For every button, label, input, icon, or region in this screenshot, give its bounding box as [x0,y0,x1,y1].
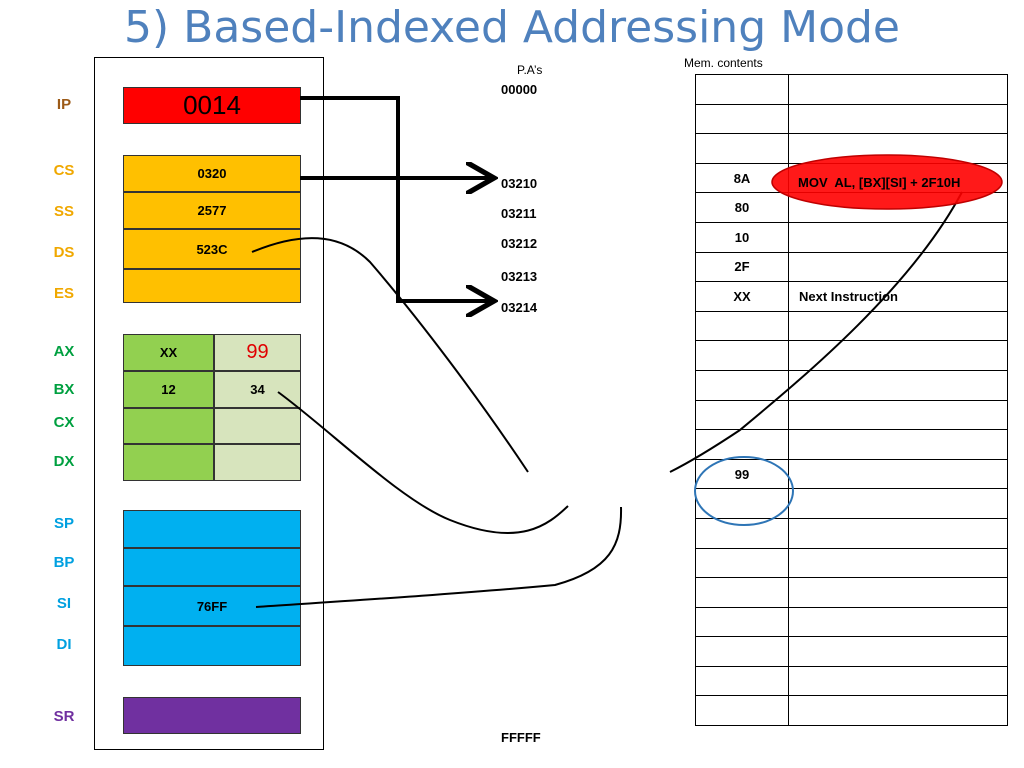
memory-value-cell [695,133,789,164]
register-di [123,626,301,666]
register-ip: 0014 [123,87,301,124]
register-ax-low: 99 [214,334,301,371]
label-si: SI [56,595,72,612]
register-dx-low [214,444,301,481]
memory-row: 10 [695,221,1008,253]
memory-note-cell [788,369,1008,401]
label-bx: BX [53,381,75,398]
memory-row [695,399,1008,431]
memory-note-cell [788,103,1008,135]
label-cs: CS [53,162,75,179]
memory-row [695,103,1008,135]
register-bx-high: 12 [123,371,214,408]
instruction-text: MOV AL, [BX][SI] + 2F10H [798,175,961,190]
memory-row [695,547,1008,579]
register-ss: 2577 [123,192,301,229]
label-di: DI [56,636,72,653]
memory-note-cell [788,251,1008,283]
memory-row [695,606,1008,638]
memory-row [695,695,1008,727]
label-sp: SP [53,515,74,532]
memory-value-cell [695,695,789,727]
memory-header: Mem. contents [684,56,763,70]
register-ax-high: XX [123,334,214,371]
memory-note-cell [788,695,1008,727]
si-curve [255,506,623,608]
memory-note-cell: Next Instruction [788,281,1008,312]
ds-curve [251,237,529,473]
register-ds: 523C [123,229,301,269]
label-bp: BP [53,554,75,571]
memory-row [695,488,1008,519]
label-ax: AX [53,343,75,360]
pa-03212: 03212 [501,236,538,251]
label-cx: CX [53,414,75,431]
label-ds: DS [53,244,75,261]
displacement-curve [669,191,963,473]
label-ip: IP [56,96,72,113]
register-cx-high [123,408,214,444]
memory-note-cell [788,488,1008,519]
register-cs: 0320 [123,155,301,192]
memory-row [695,369,1008,401]
memory-row: 2F [695,251,1008,283]
register-sp [123,510,301,548]
memory-note-cell [788,517,1008,549]
register-dx-high [123,444,214,481]
memory-row [695,310,1008,342]
pa-03214: 03214 [501,300,538,315]
memory-row [695,636,1008,667]
memory-note-cell [788,458,1008,490]
memory-row [695,577,1008,608]
slide-title: 5) Based-Indexed Addressing Mode [124,2,900,53]
pa-03210: 03210 [501,176,538,191]
pa-fffff: FFFFF [501,730,541,745]
register-bp [123,548,301,586]
pa-header: P.A’s [517,63,543,77]
memory-note-cell [788,399,1008,431]
memory-note-cell [788,636,1008,667]
register-es [123,269,301,303]
memory-value-cell: 2F [695,251,789,283]
bx-curve [277,391,569,535]
register-cx-low [214,408,301,444]
pa-03213: 03213 [501,269,538,284]
memory-row [695,517,1008,549]
memory-value-cell [695,103,789,135]
label-ss: SS [53,203,74,220]
memory-value-cell [695,429,789,460]
register-bx-low: 34 [214,371,301,408]
result-highlight [694,456,794,526]
label-sr: SR [53,708,75,725]
cpu-register-box [94,57,324,750]
label-dx: DX [53,453,75,470]
instruction-highlight [771,154,1003,210]
memory-note-cell [788,606,1008,638]
memory-value-cell [695,636,789,667]
memory-row: 99 [695,458,1008,490]
memory-value-cell [695,547,789,579]
ip-arrow [300,96,490,301]
register-sr [123,697,301,734]
pa-03211: 03211 [501,206,537,221]
memory-value-cell [695,517,789,549]
label-es: ES [53,285,74,302]
pa-00000: 00000 [501,82,538,97]
